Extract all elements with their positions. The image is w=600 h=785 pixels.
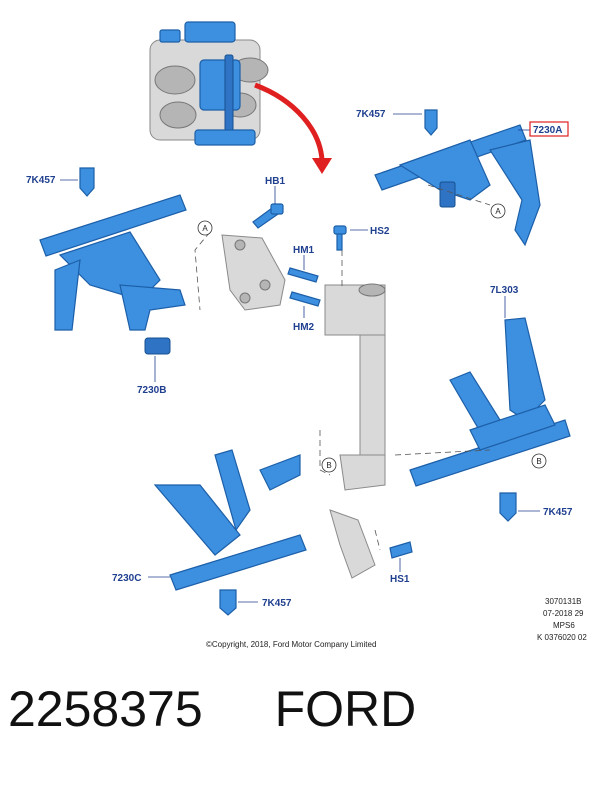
guide-line-b: [319, 430, 331, 476]
direction-arrow-head: [312, 158, 332, 174]
drawing-model: MPS6: [553, 621, 575, 630]
callout-7k457-bottom: 7K457: [262, 598, 292, 609]
callout-hm1: HM1: [293, 245, 315, 256]
guide-line-b2: [394, 449, 491, 456]
callout-7k457-left: 7K457: [26, 175, 56, 186]
guide-line-hs1: [374, 529, 381, 551]
shift-fork-7l303: [409, 317, 571, 522]
svg-text:B: B: [536, 457, 541, 466]
callout-7230c: 7230C: [112, 573, 141, 584]
guide-line-a: [194, 231, 211, 311]
drawing-date: 07-2018 29: [543, 609, 584, 618]
copyright-text: ©Copyright, 2018, Ford Motor Company Lim…: [206, 640, 376, 649]
svg-text:A: A: [202, 224, 208, 233]
part-number: 2258375: [8, 681, 203, 737]
direction-arrow: [254, 82, 325, 161]
exploded-parts-diagram: A A B B 7K457 7230A 7K457 HB1 HS2 HM1 HM…: [26, 21, 587, 649]
brand-name: FORD: [274, 681, 417, 737]
shift-fork-7230a: [374, 109, 541, 247]
shift-fork-7230c: [153, 449, 413, 616]
ref-tag-b-center: B: [321, 457, 337, 473]
transmission-assembly-illustration: [149, 21, 269, 146]
ref-tag-b-right: B: [531, 453, 547, 469]
callout-hb1: HB1: [265, 176, 285, 187]
guide-line-a2: [427, 184, 491, 206]
callout-7k457-top: 7K457: [356, 109, 386, 120]
svg-text:A: A: [495, 207, 501, 216]
product-caption: 2258375 FORD: [8, 680, 588, 760]
callout-7l303: 7L303: [490, 285, 519, 296]
callout-hs1: HS1: [390, 574, 410, 585]
callout-7230b: 7230B: [137, 385, 166, 396]
shift-fork-7230b: [39, 167, 187, 355]
drawing-number: 3070131B: [545, 597, 581, 606]
drawing-ref: K 0376020 02: [537, 633, 587, 642]
callout-7230a-highlight-box: [529, 121, 569, 137]
callout-hs2: HS2: [370, 226, 390, 237]
ref-tag-a-left: A: [197, 220, 213, 236]
svg-text:B: B: [326, 461, 331, 470]
callout-hm2: HM2: [293, 322, 315, 333]
callout-7230a: 7230A: [533, 125, 562, 136]
ref-tag-a-top: A: [490, 203, 506, 219]
shift-rail: [324, 283, 386, 579]
bracket-assembly: [221, 203, 347, 311]
callout-7k457-right: 7K457: [543, 507, 573, 518]
